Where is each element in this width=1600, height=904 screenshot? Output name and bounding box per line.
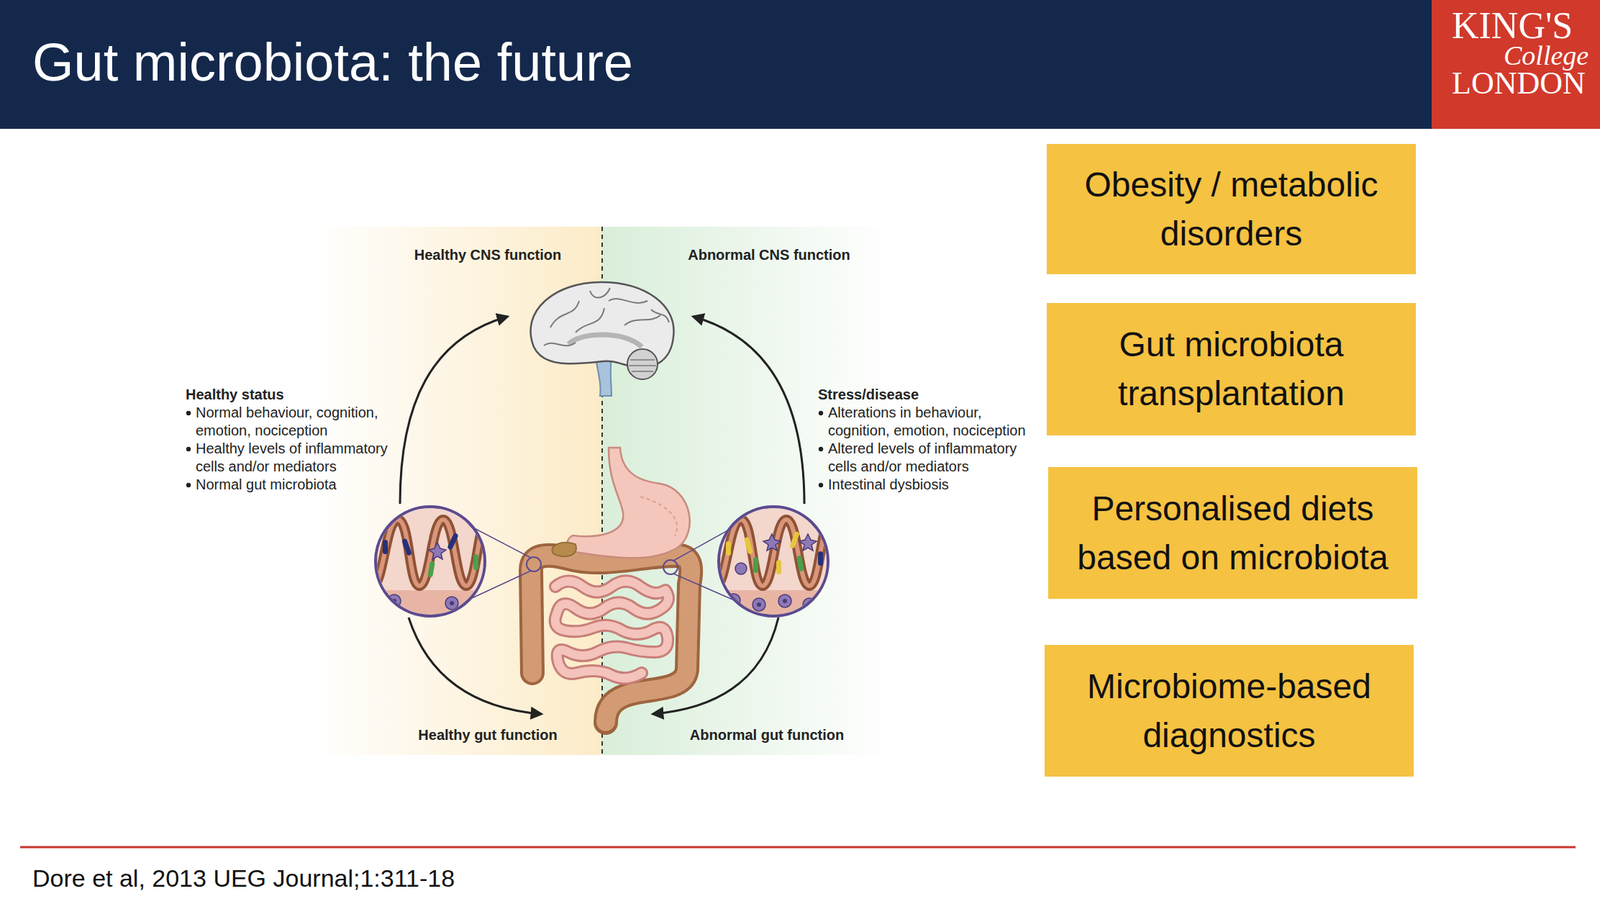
bacterium: [427, 560, 436, 577]
inset-ring: [375, 506, 485, 616]
brain-gyri: [543, 287, 670, 346]
inset-content: [715, 503, 831, 619]
panel-heading: Abnormal gut function: [689, 725, 844, 744]
slide-title: Gut microbiota: the future: [32, 35, 634, 90]
footer-rule: [20, 846, 1576, 849]
cell-nucleus: [782, 598, 788, 603]
brain-to-gut-arrow: [408, 617, 542, 714]
panel-heading: Healthy CNS function: [414, 246, 562, 265]
cell-nucleus: [756, 602, 762, 607]
villi: [715, 519, 831, 586]
immune-cell: [445, 596, 459, 610]
topic-box: Gut microbiota transplantation: [1046, 302, 1416, 436]
topic-box: Microbiome-based diagnostics: [1044, 644, 1414, 777]
immune-cell: [763, 533, 781, 551]
status-block: Stress/diseaseAlterations in behaviour, …: [817, 385, 1042, 494]
cell-nucleus: [449, 600, 454, 606]
healthy-gut-inset: [372, 503, 488, 619]
cerebellum: [627, 348, 658, 380]
stomach-fold: [640, 496, 677, 536]
colon-outline: [530, 555, 691, 723]
villi-inner: [715, 519, 831, 586]
bacterium: [753, 556, 759, 573]
bacterium: [473, 553, 479, 570]
topic-text: Gut microbiota transplantation: [1064, 320, 1399, 418]
immune-cell: [428, 542, 447, 559]
immune-cell: [799, 533, 817, 551]
bacterium: [789, 530, 800, 549]
brainstem: [595, 358, 612, 396]
corpus-callosum: [568, 334, 642, 347]
immune-cell: [752, 597, 766, 611]
bullet-item: Intestinal dysbiosis: [817, 475, 1042, 494]
bacterium: [796, 554, 805, 572]
status-heading: Healthy status: [185, 385, 389, 404]
status-heading: Stress/disease: [817, 385, 1042, 404]
stomach: [567, 447, 690, 558]
small-intestine: [555, 581, 669, 679]
status-block: Healthy statusNormal behaviour, cognitio…: [185, 385, 389, 494]
villi: [372, 519, 488, 586]
header-bar: [0, 0, 1600, 129]
bullet-item: Alterations in behaviour, cognition, emo…: [817, 403, 1042, 440]
bacterium: [817, 551, 824, 566]
bullet-item: Altered levels of inflammatory cells and…: [817, 439, 1042, 476]
topic-text: Microbiome-based diagnostics: [1061, 661, 1397, 760]
gut-to-brain-arrow: [400, 316, 508, 504]
bacterium: [401, 538, 413, 557]
inset-ring: [718, 506, 829, 616]
bullet-item: Healthy levels of inflammatory cells and…: [185, 439, 389, 476]
colon: [530, 555, 691, 723]
leader-target: [663, 559, 678, 575]
panel-heading: Abnormal CNS function: [687, 246, 851, 265]
logo-text: KING'S: [1451, 7, 1573, 45]
immune-cell: [778, 594, 792, 608]
bacterium: [743, 536, 754, 555]
gut-to-brain-arrow: [693, 316, 805, 504]
inset-ground: [715, 503, 831, 619]
immune-cell: [735, 562, 747, 575]
small-intestine-outline: [555, 581, 669, 679]
inset-content: [372, 503, 488, 619]
topic-box: Obesity / metabolic disorders: [1046, 143, 1416, 275]
brain-illustration: [530, 282, 675, 396]
villi-inner: [372, 519, 488, 586]
gut-illustration: [530, 447, 691, 723]
cycle-arrows: [400, 316, 805, 714]
leader-target: [526, 556, 542, 572]
duodenum-spot: [551, 541, 577, 557]
topic-text: Personalised diets based on microbiota: [1065, 484, 1400, 583]
logo-panel: [1431, 0, 1600, 129]
bullet-item: Normal gut microbiota: [185, 475, 389, 494]
topic-box: Personalised diets based on microbiota: [1048, 466, 1418, 599]
bacterium: [382, 539, 388, 554]
topic-text: Obesity / metabolic disorders: [1064, 160, 1399, 259]
bacterium: [776, 559, 782, 575]
bacterium: [725, 541, 731, 556]
cerebellum-folds: [628, 359, 657, 372]
logo-text: College: [1503, 41, 1589, 70]
bacterium: [446, 532, 459, 551]
panel-heading: Healthy gut function: [417, 725, 557, 744]
logo-text: LONDON: [1451, 67, 1586, 100]
bullet-item: Normal behaviour, cognition, emotion, no…: [185, 403, 389, 440]
citation: Dore et al, 2013 UEG Journal;1:311-18: [32, 863, 455, 893]
brain-to-gut-arrow: [653, 617, 779, 714]
disease-gut-inset: [715, 503, 831, 619]
inset-ground: [372, 503, 488, 619]
